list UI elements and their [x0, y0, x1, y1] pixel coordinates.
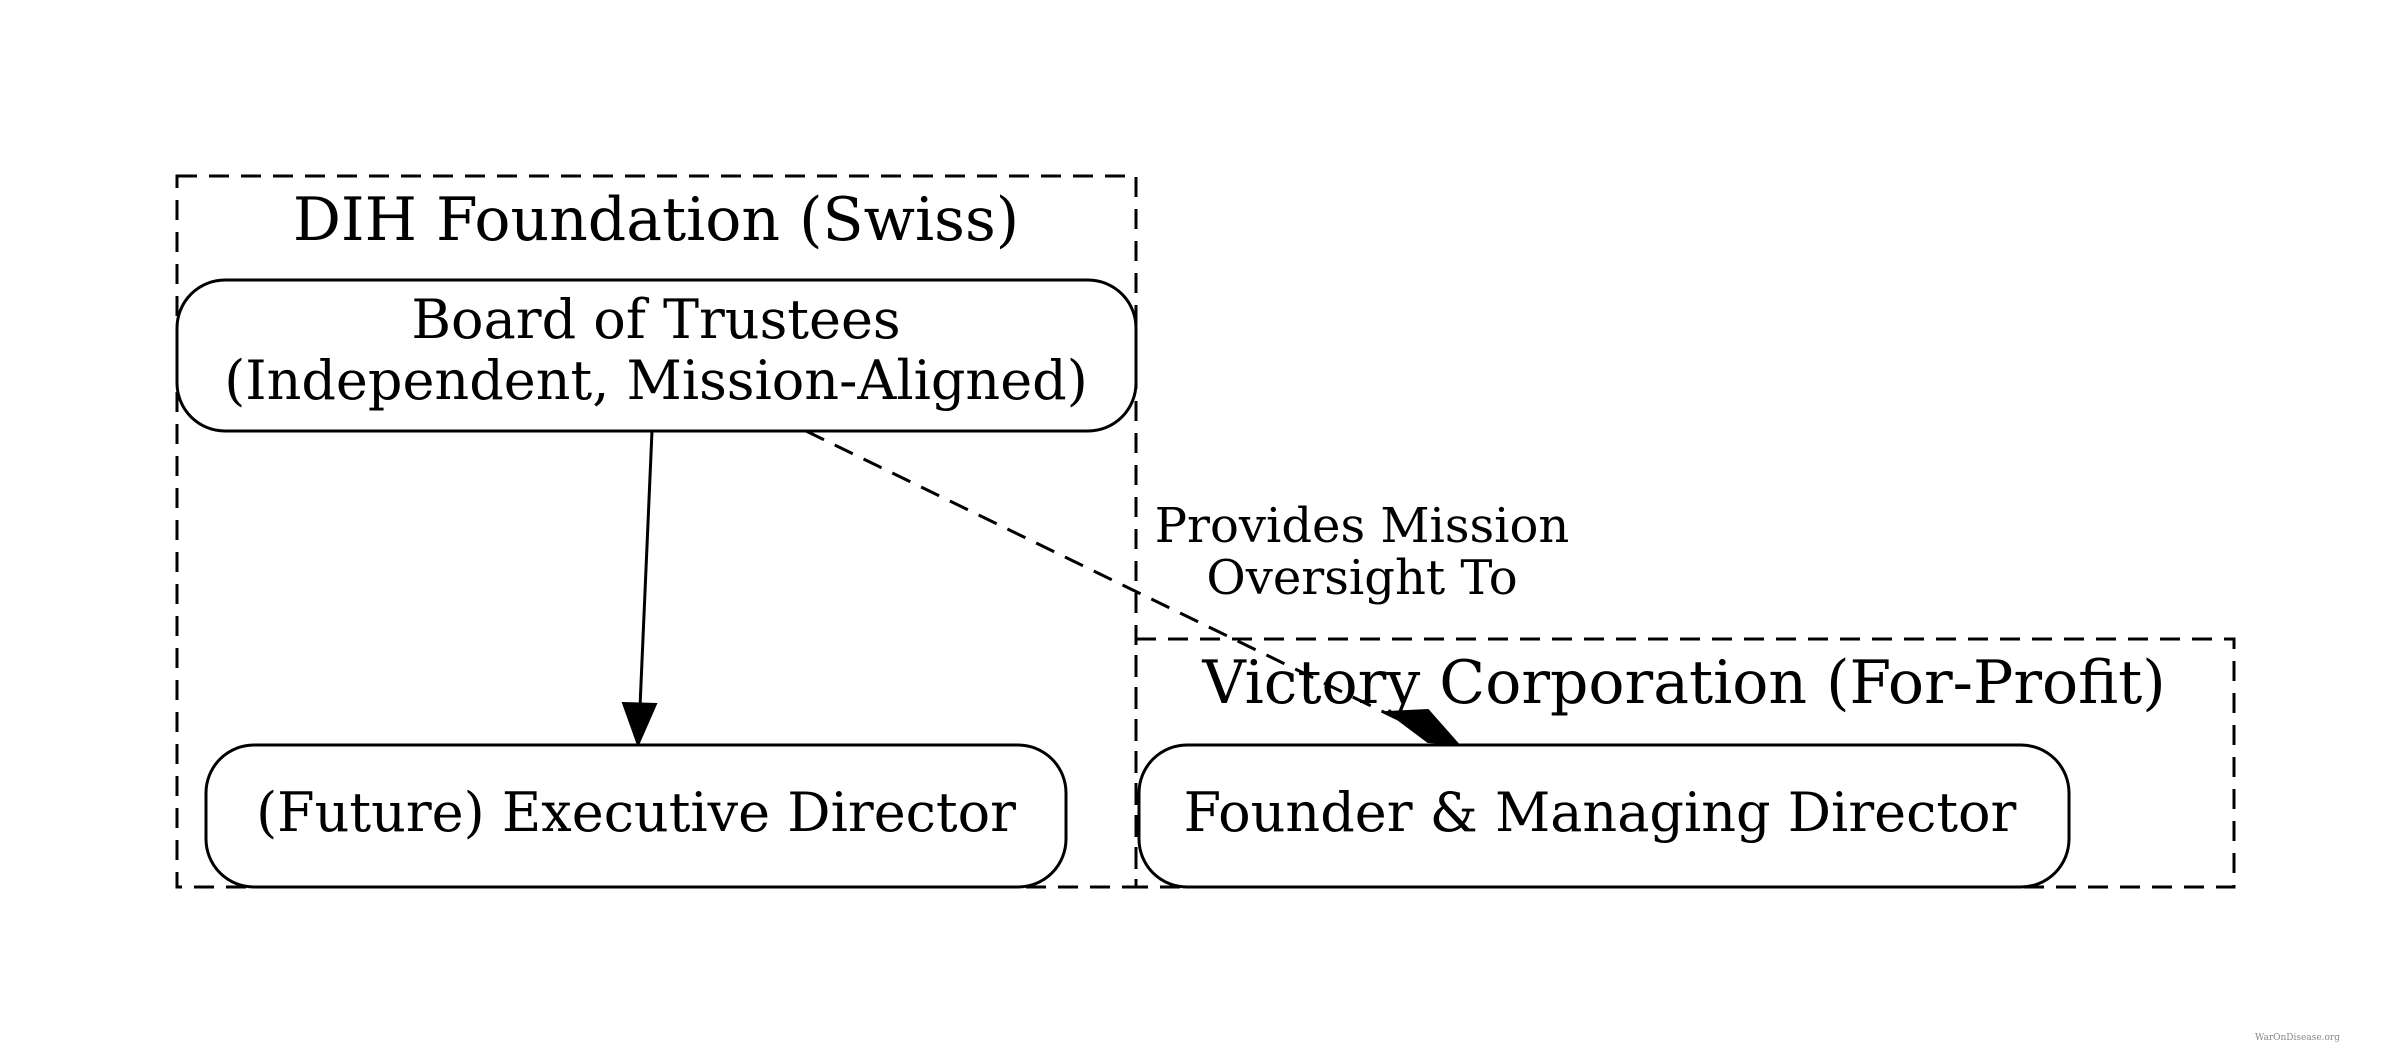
edge-board-to-founder-label-line2: Oversight To: [1206, 550, 1517, 606]
watermark-text: WarOnDisease.org: [2255, 1033, 2340, 1043]
node-board-of-trustees-title: Board of Trustees: [411, 288, 900, 351]
node-founder-managing-director: Founder & Managing Director: [1137, 743, 2071, 889]
node-board-of-trustees-box: [175, 278, 1138, 433]
cluster-victory-corporation-title: Victory Corporation (For-Profit): [1201, 648, 2165, 718]
edge-board-to-founder: Provides Mission Oversight To: [805, 429, 1570, 746]
edge-board-to-executive-arrowhead: [621, 701, 658, 748]
node-executive-director: (Future) Executive Director: [204, 743, 1068, 889]
node-executive-director-box: [204, 743, 1068, 889]
node-founder-managing-director-box: [1137, 743, 2071, 889]
node-board-of-trustees-subtitle: (Independent, Mission-Aligned): [224, 349, 1088, 412]
edge-board-to-executive: [621, 430, 658, 748]
edge-board-to-executive-line: [638, 430, 654, 708]
edge-board-to-founder-line: [805, 429, 1399, 721]
node-executive-director-label: (Future) Executive Director: [256, 781, 1016, 844]
cluster-dih-foundation-title: DIH Foundation (Swiss): [293, 185, 1019, 255]
node-board-of-trustees: Board of Trustees (Independent, Mission-…: [175, 278, 1138, 433]
edge-board-to-founder-label-line1: Provides Mission: [1155, 498, 1570, 554]
node-founder-managing-director-label: Founder & Managing Director: [1184, 781, 2017, 844]
